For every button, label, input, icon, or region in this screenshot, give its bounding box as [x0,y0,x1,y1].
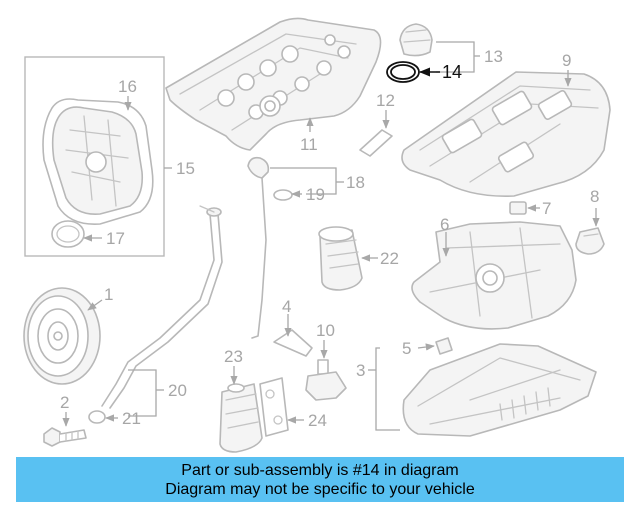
lower-oil-pan-group [402,337,597,437]
dipstick-rod [251,177,267,339]
small-parts-group [273,129,605,255]
callout-21: 21 [122,409,141,428]
callout-1: 1 [104,285,113,304]
callout-10: 10 [316,321,335,340]
o-ring-21 [88,410,106,424]
upper-oil-pan [401,71,611,197]
callouts: 16 15 17 11 12 13 14 9 18 19 22 7 8 6 1 … [60,47,599,430]
callout-6: 6 [440,215,449,234]
guide-tube-group [88,205,223,424]
upper-oil-pan-group [401,71,611,197]
callout-11: 11 [300,135,318,154]
callout-14: 14 [442,62,462,82]
callout-23: 23 [224,347,243,366]
crank-pulley-group [23,287,101,385]
callout-5: 5 [402,339,411,358]
dipstick-group [247,156,270,339]
callout-4: 4 [282,297,291,316]
timing-cover-group [24,56,165,257]
callout-24: 24 [308,411,327,430]
callout-7: 7 [542,199,551,218]
cap-8 [575,227,605,255]
oil-level-sensor [305,371,347,401]
drain-plug-5 [435,337,453,355]
plug-7 [509,201,527,215]
callout-3: 3 [356,361,365,380]
bolt-group [43,427,87,447]
timing-cover-frame [24,56,165,257]
callout-9: 9 [562,51,571,70]
leader-lines [62,41,600,431]
callout-18: 18 [346,173,365,192]
o-ring-19 [273,189,293,201]
dipstick-handle [247,156,270,179]
info-banner: Part or sub-assembly is #14 in diagram D… [16,457,624,502]
callout-2: 2 [60,393,69,412]
dipstick-guide-tube [101,213,223,409]
callout-13: 13 [484,47,503,66]
callout-16: 16 [118,77,137,96]
sensor-12 [359,129,393,157]
oil-pump-cover-group [411,221,577,330]
timing-cover-boss [85,151,107,173]
valve-cover-group [165,17,382,151]
callout-8: 8 [590,187,599,206]
banner-line-disclaimer: Diagram may not be specific to your vehi… [165,480,475,498]
oil-cooler-group [219,377,289,453]
oil-cooler [219,383,263,453]
callout-17: 17 [106,229,125,248]
valve-cover [165,17,382,151]
callout-20: 20 [168,381,187,400]
oil-filter [319,229,363,291]
oil-filter-group [318,226,363,291]
oil-level-sensor-group [305,359,347,401]
oil-cooler-gasket [259,377,289,437]
seal-ring-17 [51,220,85,248]
sensor-4 [273,329,313,357]
callout-19: 19 [306,185,325,204]
bolt-2 [43,427,61,447]
banner-line-part: Part or sub-assembly is #14 in diagram [181,461,459,479]
callout-22: 22 [380,249,399,268]
filler-cap-group [386,23,433,83]
callout-15: 15 [176,159,195,178]
callout-12: 12 [376,91,395,110]
